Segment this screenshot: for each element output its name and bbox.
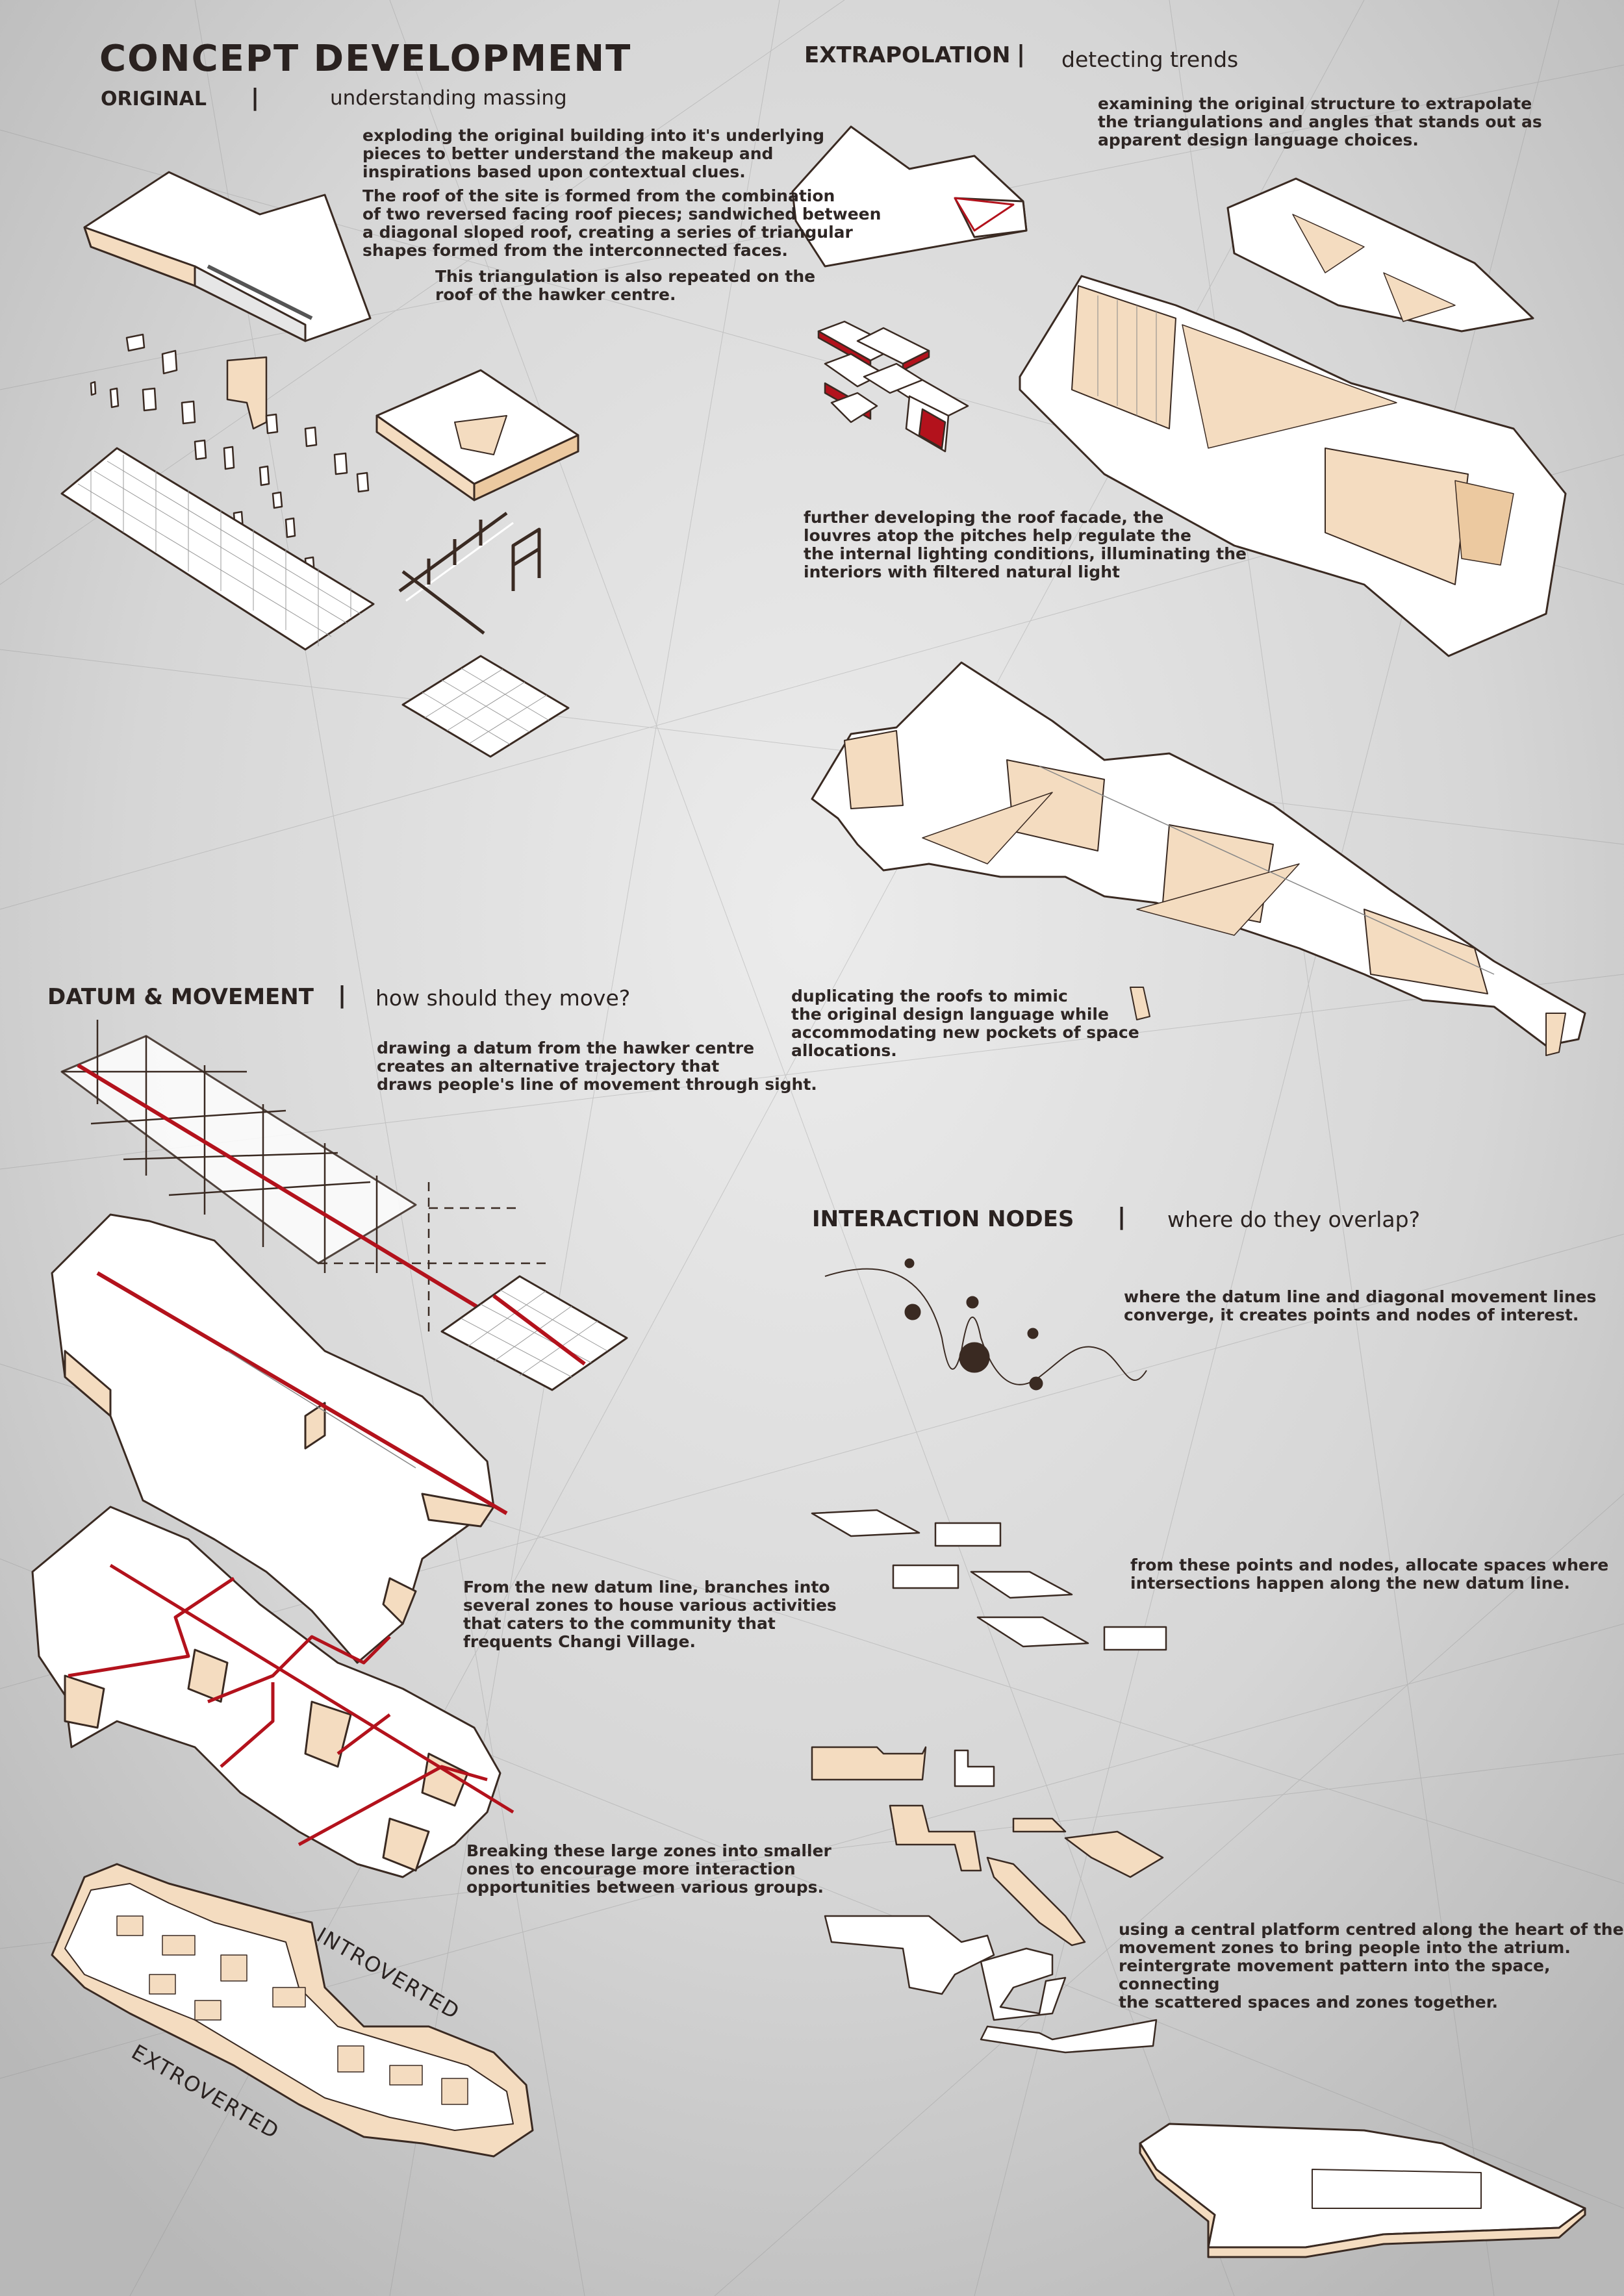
extrapolation-text-3: duplicating the roofs to mimic the origi… [791, 987, 1139, 1060]
extrapolation-duplicated-roofs [811, 661, 1586, 1056]
extrapolation-heading: EXTRAPOLATION [804, 42, 1011, 68]
datum-small-grid [440, 1275, 628, 1391]
datum-text-1: drawing a datum from the hawker centre c… [377, 1039, 817, 1094]
page-title: CONCEPT DEVELOPMENT [99, 38, 632, 80]
datum-text-2: From the new datum line, branches into s… [463, 1578, 837, 1651]
datum-separator: | [338, 982, 347, 1009]
interaction-text-2: from these points and nodes, allocate sp… [1130, 1556, 1609, 1593]
datum-text-3: Breaking these large zones into smaller … [466, 1841, 831, 1897]
original-structure-frames [398, 511, 541, 635]
extrapolation-large-roof [1019, 275, 1567, 657]
interaction-central-platform [1139, 2123, 1586, 2258]
original-text-3: This triangulation is also repeated on t… [435, 267, 816, 304]
extrapolation-text-1: examining the original structure to extr… [1098, 94, 1542, 149]
interaction-separator: | [1117, 1204, 1126, 1230]
interaction-text-3: using a central platform centred along t… [1119, 1920, 1624, 2012]
extrapolation-upper-roof [1226, 177, 1534, 333]
interaction-subheading: where do they overlap? [1167, 1207, 1421, 1232]
extrapolation-small-roof [791, 125, 1028, 268]
interaction-wave [824, 1258, 1147, 1391]
datum-zones-massing [51, 1213, 508, 1664]
original-subheading: understanding massing [330, 86, 567, 110]
datum-heading: DATUM & MOVEMENT [47, 984, 314, 1010]
interaction-fragments [811, 1746, 1164, 2054]
original-hawker-roof [375, 369, 579, 501]
interaction-text-1: where the datum line and diagonal moveme… [1124, 1287, 1597, 1324]
original-separator: | [251, 84, 260, 111]
original-roof-massing [83, 171, 372, 342]
extrapolation-text-2: further developing the roof facade, the … [804, 508, 1247, 581]
original-text-2: The roof of the site is formed from the … [362, 186, 882, 260]
original-small-grid [401, 655, 570, 758]
original-text-1: exploding the original building into it'… [362, 126, 825, 181]
extrapolation-separator: | [1017, 41, 1026, 68]
interaction-spaces [811, 1509, 1167, 1651]
datum-subheading: how should they move? [375, 985, 631, 1011]
datum-zones-branches [31, 1506, 514, 1878]
original-floor-grid [60, 447, 375, 651]
extrapolation-red-blocks [817, 320, 969, 453]
extrapolation-subheading: detecting trends [1061, 47, 1239, 72]
datum-intro-extro-massing [51, 1863, 534, 2158]
interaction-heading: INTERACTION NODES [812, 1206, 1074, 1232]
original-heading: ORIGINAL [101, 88, 207, 110]
